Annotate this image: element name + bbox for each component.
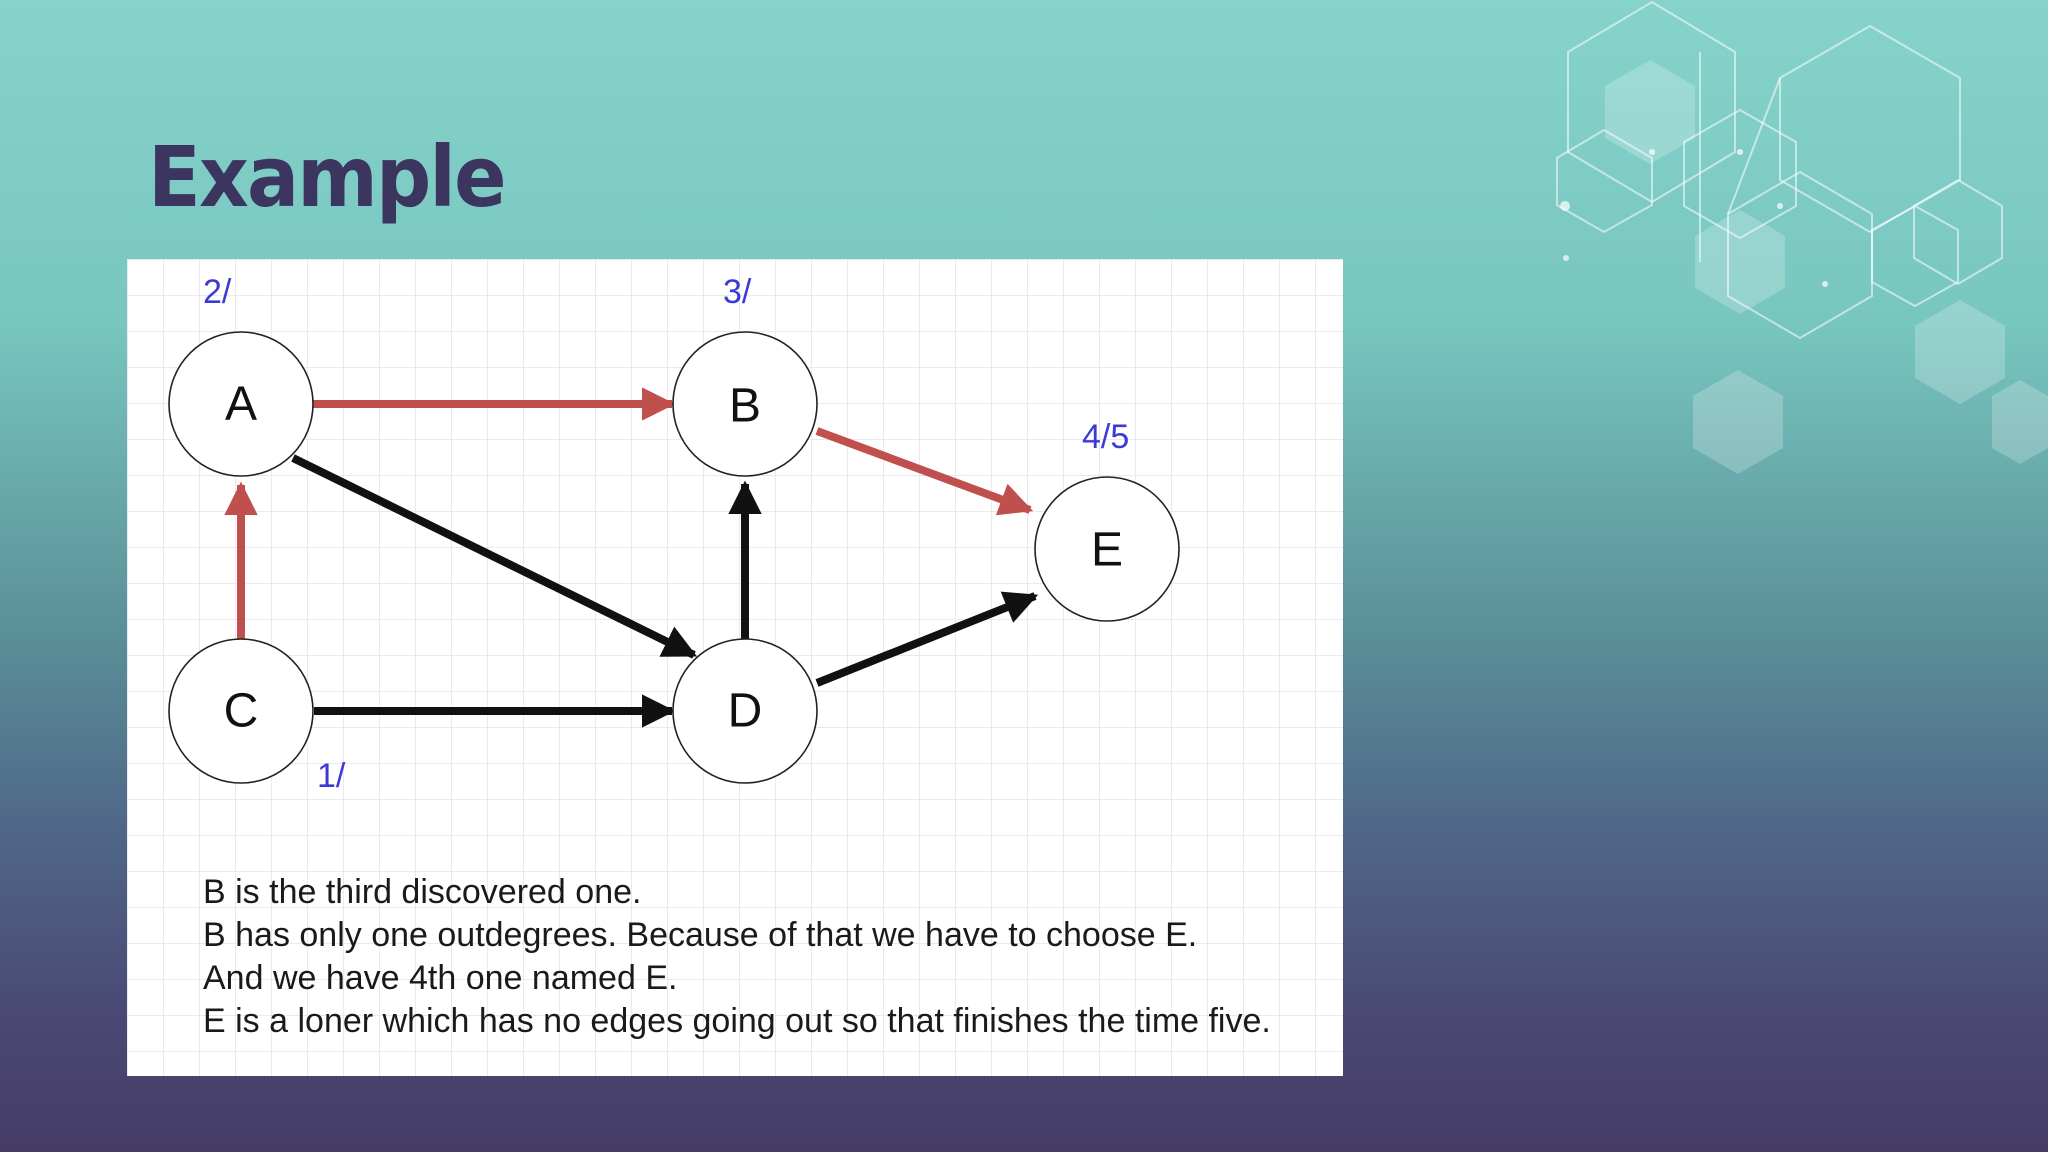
node-c: C: [168, 638, 314, 784]
time-label-e: 4/5: [1082, 418, 1129, 456]
edge-d-e: [815, 591, 1039, 687]
node-d-label: D: [728, 685, 763, 738]
note-line: And we have 4th one named E.: [203, 959, 678, 997]
node-a: A: [168, 331, 314, 477]
note-line: B has only one outdegrees. Because of th…: [203, 916, 1198, 954]
time-label-c: 1/: [317, 757, 346, 795]
node-d: D: [672, 638, 818, 784]
node-b: B: [672, 331, 818, 477]
diagram-panel: A B C D E 2/ 3/ 1/ 4/5 B is the third di…: [127, 259, 1343, 1076]
note-line: B is the third discovered one.: [203, 873, 642, 911]
hexagon-pattern-decoration: [1556, 0, 2048, 474]
node-e-label: E: [1091, 524, 1123, 577]
explanation-notes: B is the third discovered one. B has onl…: [203, 871, 1271, 1043]
node-a-label: A: [225, 378, 257, 431]
node-b-label: B: [729, 380, 761, 433]
note-line: E is a loner which has no edges going ou…: [203, 1002, 1271, 1040]
time-label-a: 2/: [203, 273, 232, 311]
node-e: E: [1034, 476, 1180, 622]
edge-a-d: [291, 454, 698, 659]
edge-b-e: [815, 427, 1034, 516]
graph-diagram: A B C D E 2/ 3/ 1/ 4/5: [168, 273, 1180, 795]
slide-title: Example: [148, 128, 506, 226]
node-c-label: C: [224, 685, 259, 738]
time-label-b: 3/: [723, 273, 752, 311]
